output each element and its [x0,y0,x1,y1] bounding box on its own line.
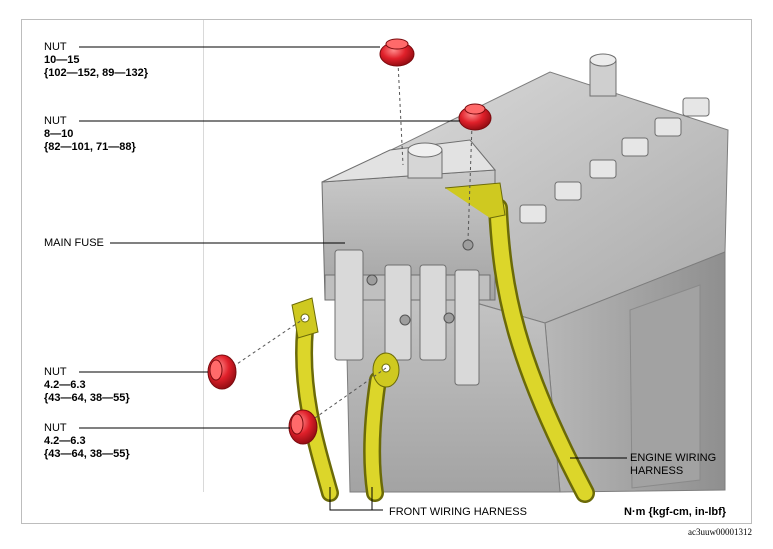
nut-second-torque: 8—10 [44,128,74,140]
nut-lower2-torque: 4.2—6.3 [44,435,86,447]
nut-lower1-icon [207,354,237,390]
nut-lower1-name: NUT [44,366,67,378]
main-fuse-name: MAIN FUSE [44,237,104,249]
diagram-frame [21,19,752,524]
callout-nut-top: NUT 10—15 {102—152, 89—132} [44,41,148,80]
positive-terminal-post [589,53,617,97]
callout-nut-lower1: NUT 4.2—6.3 {43—64, 38—55} [44,366,130,405]
callout-front-harness: FRONT WIRING HARNESS [389,506,527,518]
figure-reference-code: ac3uuw00001312 [688,527,752,537]
nut-top-name: NUT [44,41,67,53]
battery [339,53,729,493]
nut-lower2-icon [288,409,318,445]
leader-lines [79,46,627,511]
callout-main-fuse: MAIN FUSE [44,237,104,250]
engine-harness-line1: ENGINE WIRING [630,452,717,464]
main-fuse-block [321,139,497,386]
nut-second-alt: {82—101, 71—88} [44,141,136,153]
nut-top-icon [379,38,415,67]
nut-top-torque: 10—15 [44,54,80,66]
nut-top-alt: {102—152, 89—132} [44,67,148,79]
nut-lower2-alt: {43—64, 38—55} [44,448,130,460]
nut-lower2-name: NUT [44,422,67,434]
nut-lower1-torque: 4.2—6.3 [44,379,86,391]
callout-engine-harness: ENGINE WIRING HARNESS [630,452,716,478]
label-column-divider [203,20,204,492]
torque-units-label: N·m {kgf-cm, in-lbf} [624,506,727,518]
callout-nut-lower2: NUT 4.2—6.3 {43—64, 38—55} [44,422,130,461]
engine-wiring-harness [444,182,595,503]
nut-lower1-alt: {43—64, 38—55} [44,392,130,404]
engine-harness-line2: HARNESS [630,465,684,477]
nut-second-name: NUT [44,115,67,127]
nut-second-icon [458,103,492,131]
fuse-terminal-post [407,142,443,179]
callout-nut-second: NUT 8—10 {82—101, 71—88} [44,115,136,154]
